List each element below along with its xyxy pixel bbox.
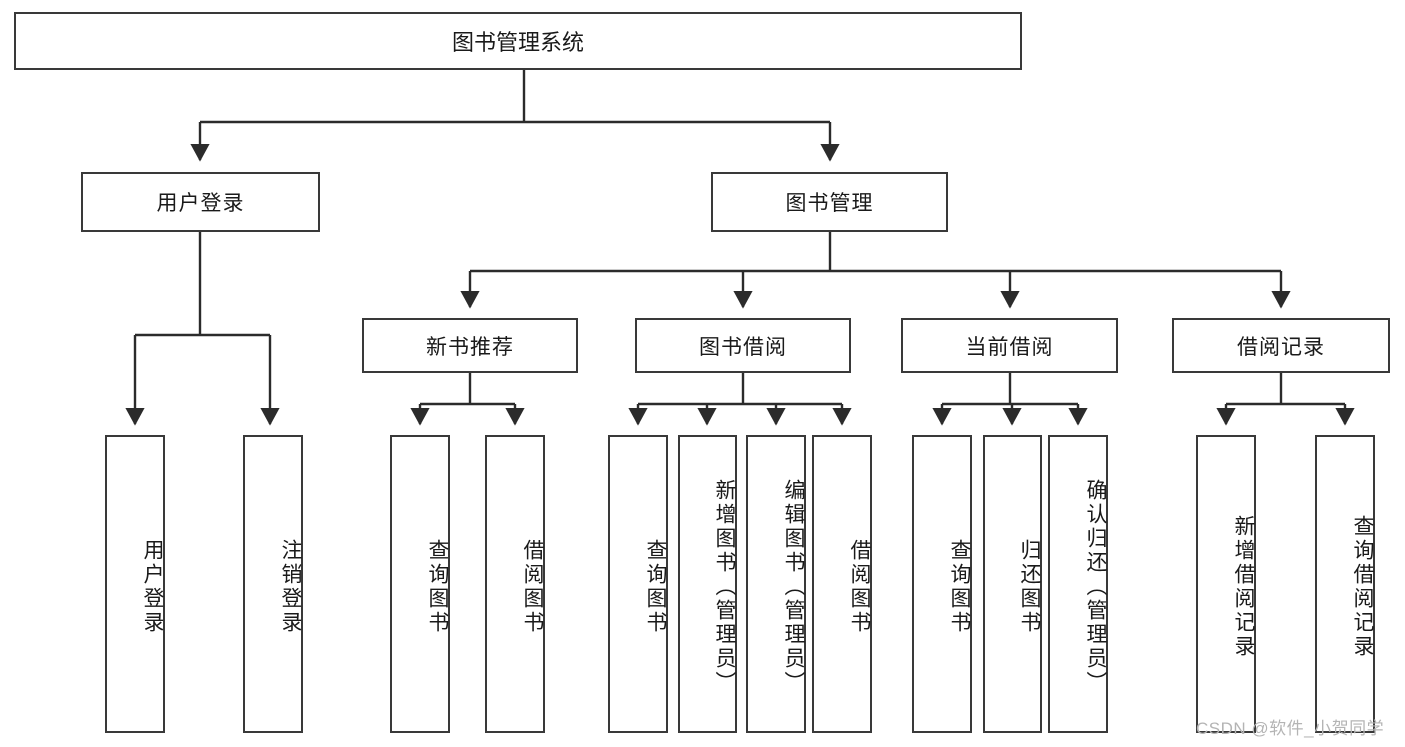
node-label: 查询图书: [948, 539, 971, 635]
node-label: 图书借阅: [699, 335, 787, 359]
node-label: 注销登录: [279, 539, 302, 635]
node-label: 用户登录: [156, 192, 245, 215]
node-label: 归还图书: [1018, 539, 1041, 635]
leaf-edit-book[interactable]: 编辑图书（管理员）: [746, 435, 806, 733]
leaf-confirm-return[interactable]: 确认归还（管理员）: [1048, 435, 1108, 733]
node-book-manage[interactable]: 图书管理: [711, 172, 948, 232]
node-label: 借阅记录: [1237, 335, 1325, 359]
node-label: 借阅图书: [848, 539, 871, 635]
node-label: 查询借阅记录: [1351, 515, 1374, 659]
node-book-borrow[interactable]: 图书借阅: [635, 318, 851, 373]
leaf-borrow-book[interactable]: 借阅图书: [812, 435, 872, 733]
node-borrow-record[interactable]: 借阅记录: [1172, 318, 1390, 373]
csdn-watermark: CSDN @软件_小贺同学: [1196, 719, 1385, 738]
leaf-query-book-recommend[interactable]: 查询图书: [390, 435, 450, 733]
node-root-system[interactable]: 图书管理系统: [14, 12, 1022, 70]
node-label: 新增图书（管理员）: [713, 479, 736, 695]
node-user-login[interactable]: 用户登录: [81, 172, 320, 232]
node-label: 查询图书: [426, 539, 449, 635]
node-label: 编辑图书（管理员）: [782, 479, 805, 695]
node-label: 图书管理: [785, 192, 874, 215]
node-label: 用户登录: [141, 539, 164, 635]
leaf-query-book-borrow[interactable]: 查询图书: [608, 435, 668, 733]
node-label: 借阅图书: [521, 539, 544, 635]
node-label: 确认归还（管理员）: [1084, 479, 1107, 695]
node-new-book-recommend[interactable]: 新书推荐: [362, 318, 578, 373]
leaf-logout[interactable]: 注销登录: [243, 435, 303, 733]
leaf-user-login[interactable]: 用户登录: [105, 435, 165, 733]
node-label: 新增借阅记录: [1232, 515, 1255, 659]
leaf-add-book[interactable]: 新增图书（管理员）: [678, 435, 737, 733]
node-current-borrow[interactable]: 当前借阅: [901, 318, 1118, 373]
leaf-borrow-book-recommend[interactable]: 借阅图书: [485, 435, 545, 733]
leaf-add-borrow-record[interactable]: 新增借阅记录: [1196, 435, 1256, 733]
node-label: 图书管理系统: [451, 30, 584, 55]
node-label: 新书推荐: [426, 335, 514, 359]
leaf-return-book[interactable]: 归还图书: [983, 435, 1042, 733]
node-label: 查询图书: [644, 539, 667, 635]
leaf-query-book-current[interactable]: 查询图书: [912, 435, 972, 733]
leaf-query-borrow-record[interactable]: 查询借阅记录: [1315, 435, 1375, 733]
node-label: 当前借阅: [965, 335, 1054, 359]
